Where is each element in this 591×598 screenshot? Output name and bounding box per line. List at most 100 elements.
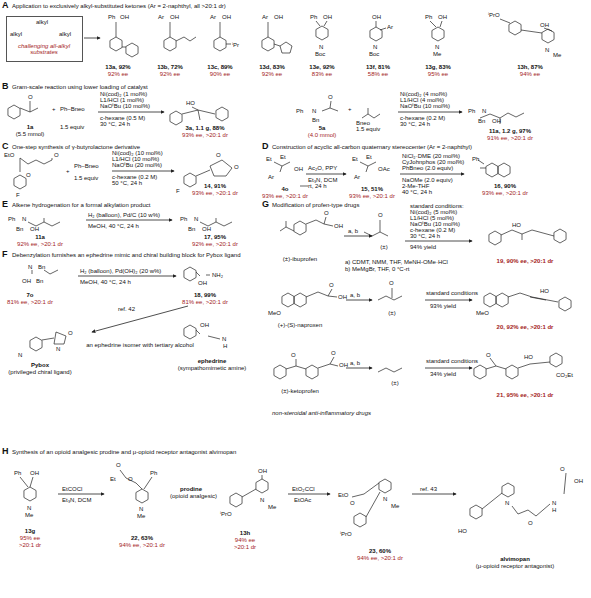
selectivity-label: 95% ee — [20, 535, 40, 541]
condition-text: MeOH, 40 °C, 24 h — [80, 279, 131, 285]
atom-label: OH — [258, 468, 267, 474]
atom-label: ⁱPrO — [340, 531, 352, 537]
condition-text: 40 °C, 24 h — [402, 189, 432, 195]
atom-label: O — [68, 330, 73, 336]
atom-label: OH — [274, 14, 283, 20]
atom-label: O — [350, 500, 355, 506]
atom-label: Et — [266, 156, 272, 162]
selectivity-label: 93% ee, >20:1 dr — [482, 190, 528, 196]
atom-label: O — [560, 466, 565, 472]
condition-text: (±) — [391, 380, 398, 386]
condition-text: + — [348, 106, 352, 112]
compound-label: 22, 63% — [131, 535, 153, 541]
compound-label: 13d, 83% — [259, 64, 285, 70]
selectivity-label: 94% ee, >20:1 dr — [357, 555, 403, 561]
atom-label: Ph — [310, 14, 317, 20]
atom-label: O — [116, 462, 121, 468]
condition-text: ref. 42 — [118, 306, 135, 312]
atom-label: EtO — [338, 492, 348, 498]
atom-label: Ph — [468, 108, 475, 114]
atom-label: Boc — [369, 51, 379, 57]
atom-label: Ph — [8, 216, 15, 222]
panel-heading: Gram-scale reaction using lower loading … — [12, 84, 148, 90]
condition-text: NaOᵗBu (10 mol%) — [410, 221, 460, 227]
atom-label: OH — [323, 14, 332, 20]
condition-text: c-hexane (0.2 M) — [400, 115, 445, 121]
condition-text: (sympathomimetic amine) — [178, 365, 247, 371]
atom-label: HO — [512, 222, 521, 228]
compound-label: 23, 60% — [369, 548, 391, 554]
condition-text: (5.5 mmol) — [16, 131, 45, 137]
atom-label: N — [222, 336, 226, 342]
atom-label: Me — [137, 513, 145, 519]
panel-heading: Modification of profen-type drugs — [272, 202, 359, 208]
condition-text: 30 °C, 24 h — [400, 121, 430, 127]
atom-label: O — [54, 152, 59, 158]
selectivity-label: 94% ee, >20:1 dr — [119, 542, 165, 548]
atom-label: N — [139, 506, 143, 512]
condition-text: NaOᵗBu (20 mol%) — [112, 162, 162, 168]
compound-label: alvimopan — [500, 556, 530, 562]
condition-text: (opioid analgesic) — [170, 493, 217, 499]
condition-text: + — [66, 168, 70, 174]
condition-text: standard conditions — [426, 290, 478, 296]
panel-letter: B — [2, 82, 9, 91]
atom-label: Et — [280, 154, 286, 160]
compound-label: 5a — [319, 125, 326, 131]
selectivity-label: 92% ee — [160, 71, 180, 77]
atom-label: Ar — [210, 14, 216, 20]
compound-label: 13h, 87% — [517, 64, 543, 70]
condition-text: rt, 24 h — [308, 183, 327, 189]
atom-label: O — [378, 212, 383, 218]
atom-label: HO — [540, 288, 549, 294]
panel-heading: Debenzylation furnishes an ephedrine mim… — [12, 252, 240, 258]
condition-text: (±)-ketoprofen — [281, 388, 319, 394]
condition-text: 1.5 equiv — [60, 124, 84, 130]
condition-text: Ac₂O, PPY — [308, 165, 337, 171]
atom-label: N — [18, 352, 22, 358]
compound-label: 13a, 92% — [105, 64, 130, 70]
condition-text: Ph–Bneo — [74, 163, 99, 169]
atom-label: N — [260, 497, 264, 503]
atom-label: Bn — [16, 226, 23, 232]
atom-label: N — [194, 216, 198, 222]
condition-text: 50 °C, 24 h — [112, 180, 142, 186]
condition-text: 1.5 equiv — [74, 175, 98, 181]
atom-label: OH — [202, 226, 211, 232]
selectivity-label: 93% ee, >20:1 dr — [262, 193, 308, 199]
atom-label: N — [312, 108, 316, 114]
atom-label: OH — [22, 278, 31, 284]
condition-text: a, b — [350, 292, 360, 298]
condition-text: H₂ (balloon), Pd(OH)₂ (20 w%) — [80, 268, 161, 274]
atom-label: HO — [524, 354, 533, 360]
atom-label: O — [234, 164, 239, 170]
atom-label: Et — [110, 476, 116, 482]
atom-label: Boc — [315, 51, 325, 57]
selectivity-label: 92% ee, >20:1 dr — [192, 241, 238, 247]
atom-label: OH — [294, 166, 303, 172]
atom-label: Bn — [312, 117, 319, 123]
atom-label: MeO — [268, 310, 281, 316]
condition-text: 30 °C, 24 h — [410, 233, 440, 239]
atom-label: OH — [492, 118, 501, 124]
condition-text: (±) — [388, 310, 395, 316]
compound-label: 11a, 1.2 g, 97% — [489, 128, 531, 134]
atom-label: OH — [438, 14, 447, 20]
atom-label: N — [545, 47, 549, 53]
atom-label: ⁱPrO — [220, 511, 232, 517]
panel-letter: C — [2, 142, 9, 151]
atom-label: Ph — [150, 470, 157, 476]
atom-label: Et — [352, 156, 358, 162]
atom-label: N — [56, 346, 60, 352]
atom-label: H — [223, 343, 227, 349]
selectivity-label: 93% ee, >20:1 dr — [192, 190, 238, 196]
selectivity-label: 20, 92% ee, >20:1 dr — [497, 324, 554, 330]
atom-label: Ar — [354, 174, 360, 180]
atom-label: Me — [433, 51, 441, 57]
selectivity-label: 21, 95% ee, >20:1 dr — [497, 392, 554, 398]
condition-text: (±) — [380, 244, 387, 250]
panel-heading: Construction of acyclic all-carbon quate… — [272, 144, 472, 150]
condition-text: 34% yield — [430, 371, 456, 377]
selectivity-label: 92% ee — [262, 71, 282, 77]
selectivity-label: 81% ee, >20:1 dr — [7, 299, 53, 305]
